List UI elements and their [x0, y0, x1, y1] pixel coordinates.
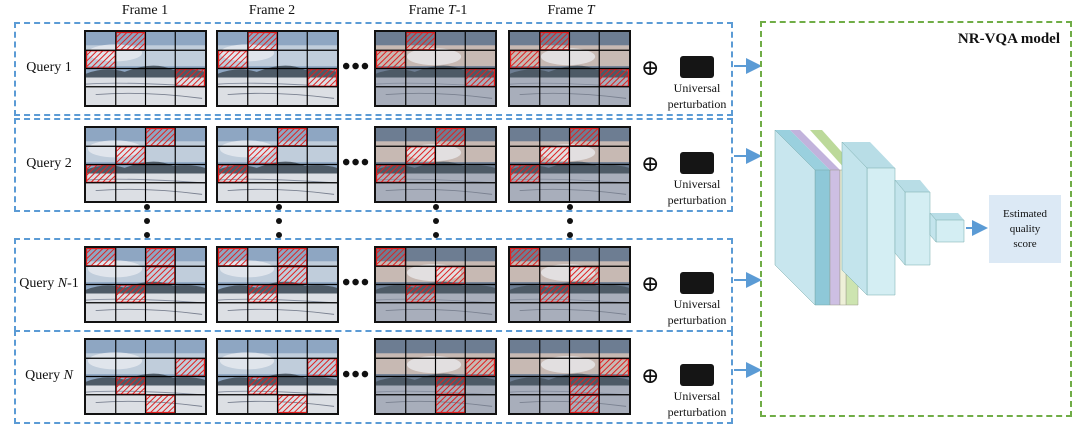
query-n-minus-1-add-operator: ⊕ — [641, 271, 660, 296]
arrows-layer — [734, 58, 762, 378]
query-2-frame-3-thumbnail — [374, 126, 497, 203]
frame-t-minus-1-header: Frame T-1 — [408, 3, 468, 18]
query-n-frame-3-thumbnail — [374, 338, 497, 415]
query-1-frame-ellipsis: ••• — [342, 54, 371, 80]
model-title: NR-VQA model — [957, 31, 1060, 47]
layer-1 — [774, 129, 831, 306]
query-1-perturbation-patch — [680, 56, 714, 78]
query-1-frame-4-thumbnail — [508, 30, 631, 107]
query-n-minus-1-perturbation-patch — [680, 272, 714, 294]
query-1-box — [14, 22, 733, 116]
query-n-minus-1-frame-3-thumbnail — [374, 246, 497, 323]
layer-6 — [929, 212, 965, 243]
query-n-minus-1-frame-2-thumbnail — [216, 246, 339, 323]
query-2-add-operator: ⊕ — [641, 151, 660, 176]
query-n-perturbation-patch — [680, 364, 714, 386]
layer-4 — [841, 141, 896, 296]
query-n-frame-1-thumbnail — [84, 338, 207, 415]
query-1-frame-1-thumbnail — [84, 30, 207, 107]
query-2-frame-ellipsis: ••• — [342, 150, 371, 176]
vertical-ellipsis-frame-t — [567, 204, 575, 246]
query-2-perturbation-patch — [680, 152, 714, 174]
query-1-frame-2-thumbnail — [216, 30, 339, 107]
query-2-frame-1-thumbnail — [84, 126, 207, 203]
query-1-add-operator: ⊕ — [641, 55, 660, 80]
estimated-quality-score: Estimated quality score — [989, 195, 1061, 263]
vertical-ellipsis-frame-t-minus-1 — [433, 204, 441, 246]
query-n-label: Query N — [25, 368, 73, 383]
query-n-frame-4-thumbnail — [508, 338, 631, 415]
query-n-minus-1-frame-4-thumbnail — [508, 246, 631, 323]
query-n-frame-2-thumbnail — [216, 338, 339, 415]
query-n-frame-ellipsis: ••• — [342, 362, 371, 388]
network-diagram — [774, 129, 988, 306]
query-2-frame-2-thumbnail — [216, 126, 339, 203]
vertical-ellipsis-frame-1 — [144, 204, 152, 246]
query-1-label: Query 1 — [26, 60, 72, 75]
perturbed-patch — [598, 357, 629, 377]
query-n-minus-1-frame-1-thumbnail — [84, 246, 207, 323]
query-2-frame-4-thumbnail — [508, 126, 631, 203]
layer-5 — [894, 179, 931, 266]
frame-1-header: Frame 1 — [121, 3, 169, 18]
nr-vqa-model-box: NR-VQA model — [760, 21, 1072, 417]
query-n-add-operator: ⊕ — [641, 363, 660, 388]
vertical-ellipsis-frame-2 — [276, 204, 284, 246]
frame-2-header: Frame 2 — [248, 3, 296, 18]
query-2-box — [14, 118, 733, 212]
query-2-label: Query 2 — [26, 156, 72, 171]
query-1-frame-3-thumbnail — [374, 30, 497, 107]
frame-t-header: Frame T — [547, 3, 595, 18]
perturbed-patch — [539, 32, 570, 51]
query-n-minus-1-label: Query N-1 — [19, 276, 79, 291]
query-n-minus-1-frame-ellipsis: ••• — [342, 270, 371, 296]
